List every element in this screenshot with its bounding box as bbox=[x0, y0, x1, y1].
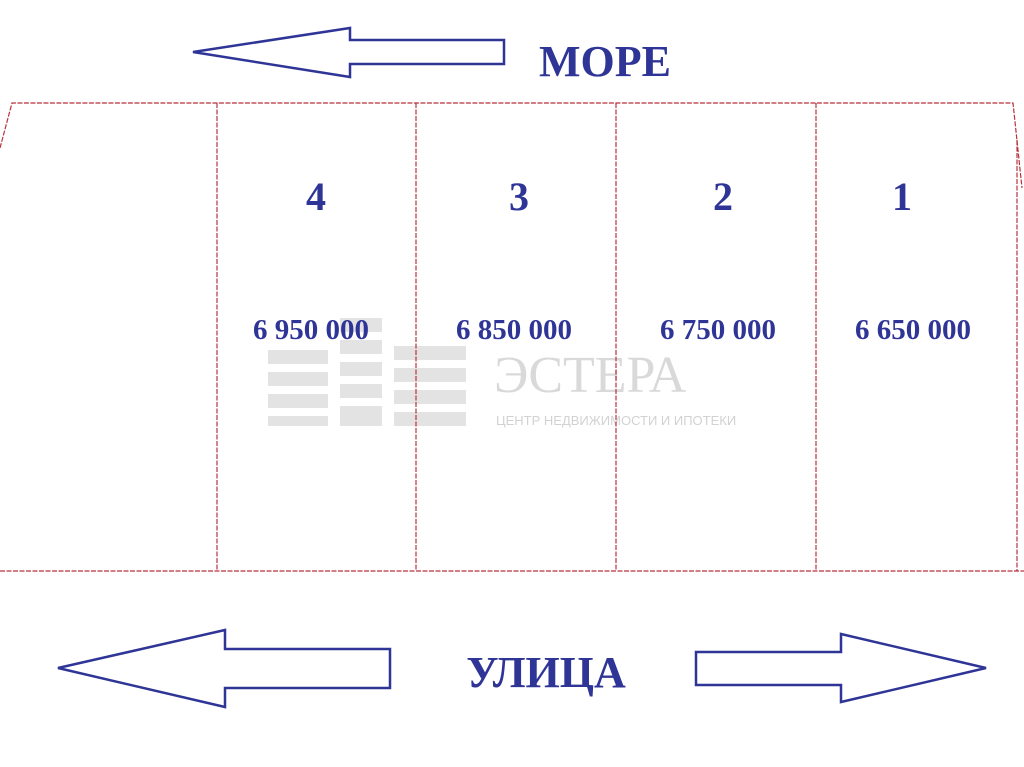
plot-boundaries bbox=[0, 102, 1024, 572]
plot-2: 2 6 750 000 bbox=[660, 174, 776, 346]
plot-number: 4 bbox=[306, 174, 326, 219]
plot-number: 2 bbox=[713, 174, 733, 219]
plot-number: 3 bbox=[509, 174, 529, 219]
plot-price: 6 850 000 bbox=[456, 314, 572, 346]
arrow-left-bottom-icon bbox=[57, 628, 392, 709]
plot-3: 3 6 850 000 bbox=[456, 174, 572, 346]
watermark-tagline: ЦЕНТР НЕДВИЖИМОСТИ И ИПОТЕКИ bbox=[496, 413, 736, 428]
outer-boundary bbox=[0, 102, 1023, 189]
watermark-brand: ЭСТЕРА bbox=[494, 347, 687, 404]
plot-price: 6 750 000 bbox=[660, 314, 776, 346]
sea-direction-label: МОРЕ bbox=[539, 37, 671, 86]
watermark: ЭСТЕРА ЦЕНТР НЕДВИЖИМОСТИ И ИПОТЕКИ bbox=[268, 318, 736, 428]
arrow-right-bottom-icon bbox=[694, 632, 987, 704]
plot-1: 1 6 650 000 bbox=[855, 174, 971, 346]
street-direction-label: УЛИЦА bbox=[466, 648, 626, 697]
plot-price: 6 950 000 bbox=[253, 314, 369, 346]
plot-price: 6 650 000 bbox=[855, 314, 971, 346]
plot-number: 1 bbox=[892, 174, 912, 219]
plot-4: 4 6 950 000 bbox=[253, 174, 369, 346]
watermark-building-icon bbox=[268, 318, 466, 426]
arrow-left-top-icon bbox=[192, 26, 506, 79]
